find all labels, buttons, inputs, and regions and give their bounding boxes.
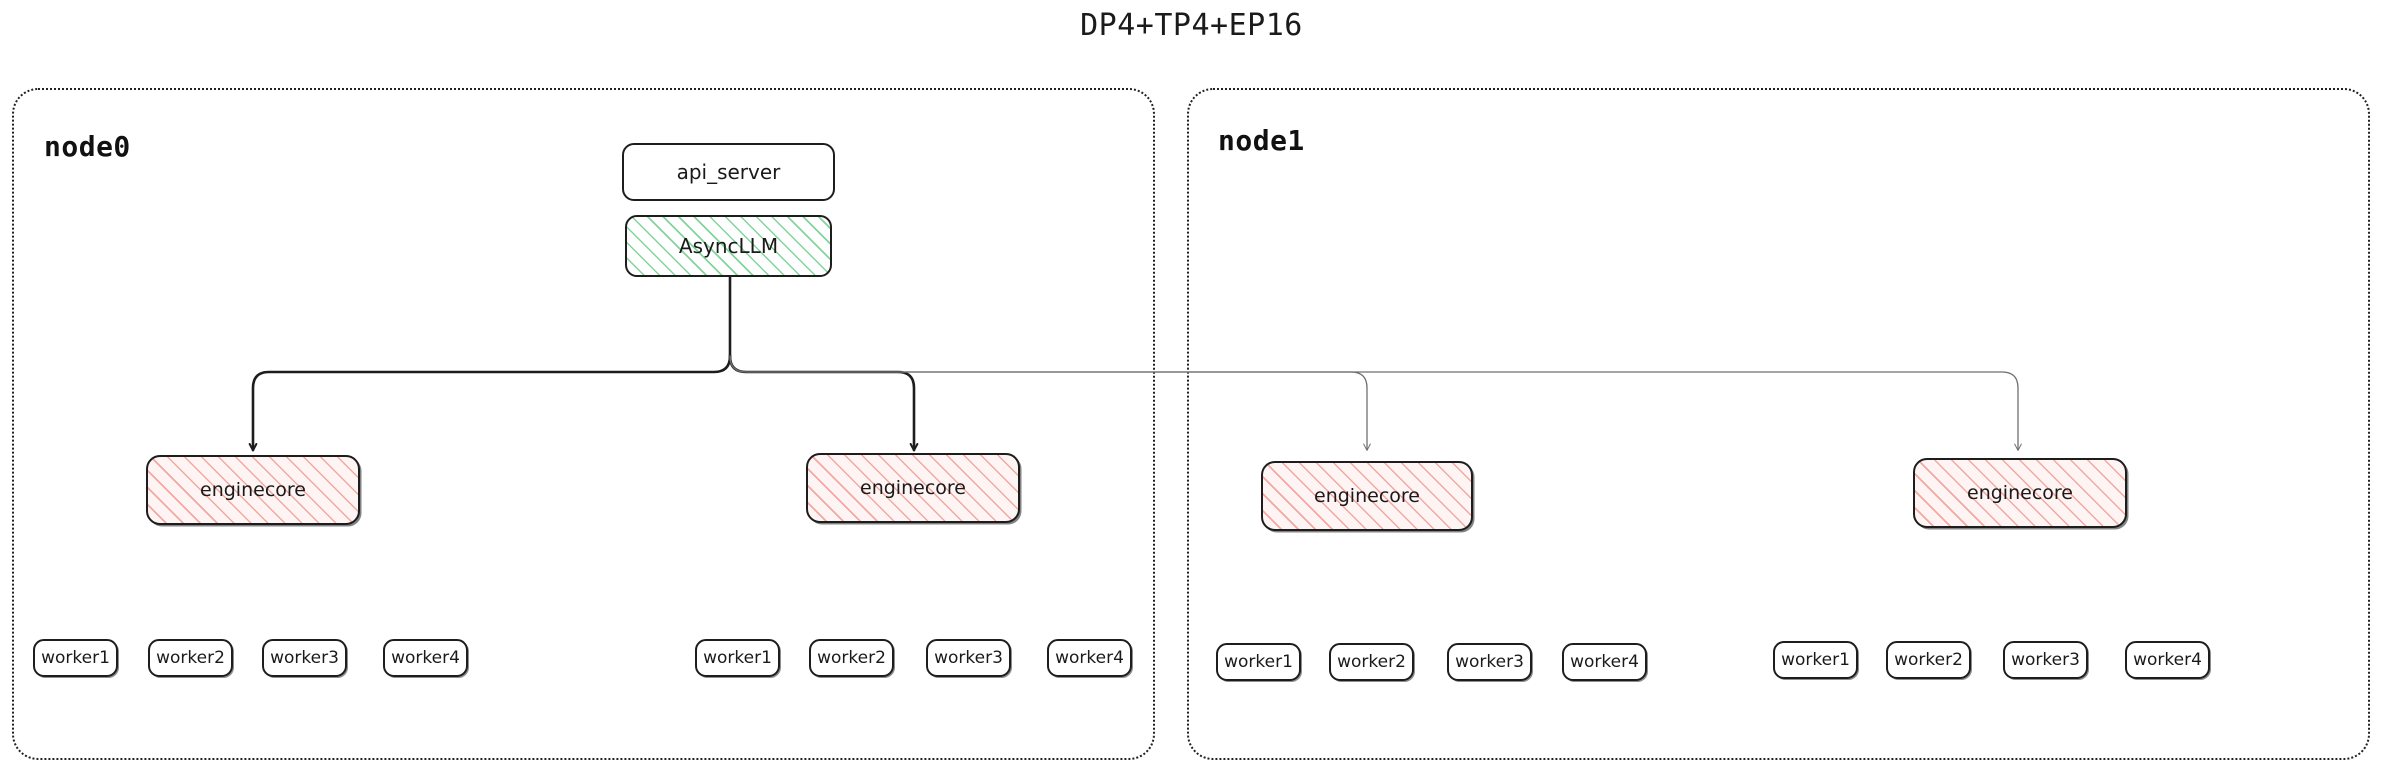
enginecore-box-3[interactable]: enginecore <box>1913 458 2127 528</box>
worker-box-0-2[interactable]: worker3 <box>262 639 347 677</box>
enginecore-box-1-label: enginecore <box>860 477 966 499</box>
worker-box-2-1[interactable]: worker2 <box>1329 643 1414 681</box>
worker-box-0-1[interactable]: worker2 <box>148 639 233 677</box>
worker-box-3-3[interactable]: worker4 <box>2125 641 2210 679</box>
worker-box-0-3-label: worker4 <box>391 648 460 668</box>
worker-box-0-2-label: worker3 <box>270 648 339 668</box>
worker-box-2-1-label: worker2 <box>1337 652 1406 672</box>
worker-box-1-1[interactable]: worker2 <box>809 639 894 677</box>
worker-box-1-2[interactable]: worker3 <box>926 639 1011 677</box>
enginecore-box-0[interactable]: enginecore <box>146 455 360 525</box>
worker-box-1-0-label: worker1 <box>703 648 772 668</box>
worker-box-0-1-label: worker2 <box>156 648 225 668</box>
worker-box-1-3[interactable]: worker4 <box>1047 639 1132 677</box>
worker-box-0-0-label: worker1 <box>41 648 110 668</box>
worker-box-3-2-label: worker3 <box>2011 650 2080 670</box>
worker-box-3-0-label: worker1 <box>1781 650 1850 670</box>
worker-box-3-1[interactable]: worker2 <box>1886 641 1971 679</box>
worker-box-2-2[interactable]: worker3 <box>1447 643 1532 681</box>
worker-box-1-0[interactable]: worker1 <box>695 639 780 677</box>
diagram-title: DP4+TP4+EP16 <box>1080 8 1303 43</box>
worker-box-0-3[interactable]: worker4 <box>383 639 468 677</box>
worker-box-3-2[interactable]: worker3 <box>2003 641 2088 679</box>
worker-box-2-2-label: worker3 <box>1455 652 1524 672</box>
api-server-box-label: api_server <box>676 160 781 184</box>
node-label-node1: node1 <box>1218 124 1305 157</box>
worker-box-2-3[interactable]: worker4 <box>1562 643 1647 681</box>
worker-box-2-0[interactable]: worker1 <box>1216 643 1301 681</box>
enginecore-box-1[interactable]: enginecore <box>806 453 1020 523</box>
worker-box-2-3-label: worker4 <box>1570 652 1639 672</box>
worker-box-1-2-label: worker3 <box>934 648 1003 668</box>
worker-box-3-3-label: worker4 <box>2133 650 2202 670</box>
enginecore-box-2[interactable]: enginecore <box>1261 461 1473 531</box>
enginecore-box-3-label: enginecore <box>1967 482 2073 504</box>
async-llm-box[interactable]: AsyncLLM <box>625 215 832 277</box>
api-server-box[interactable]: api_server <box>622 143 835 201</box>
worker-box-3-0[interactable]: worker1 <box>1773 641 1858 679</box>
node-label-node0: node0 <box>44 130 131 163</box>
worker-box-0-0[interactable]: worker1 <box>33 639 118 677</box>
worker-box-1-1-label: worker2 <box>817 648 886 668</box>
worker-box-3-1-label: worker2 <box>1894 650 1963 670</box>
enginecore-box-2-label: enginecore <box>1314 485 1420 507</box>
worker-box-1-3-label: worker4 <box>1055 648 1124 668</box>
enginecore-box-0-label: enginecore <box>200 479 306 501</box>
async-llm-box-label: AsyncLLM <box>678 234 779 258</box>
worker-box-2-0-label: worker1 <box>1224 652 1293 672</box>
